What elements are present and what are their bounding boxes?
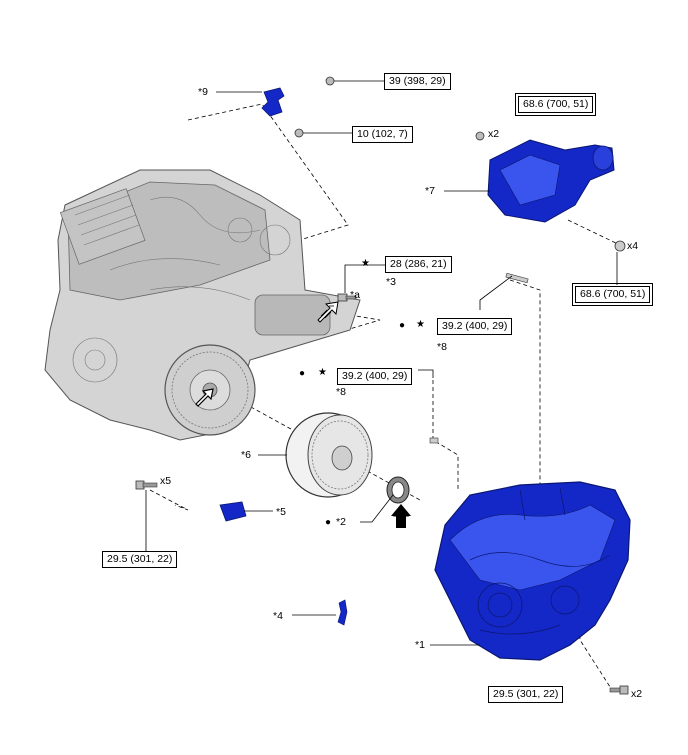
torque-converter-icon <box>285 412 373 498</box>
bolt-icon <box>475 131 485 141</box>
transaxle-illustration-icon <box>434 481 631 661</box>
callout-7: *7 <box>425 185 435 197</box>
torque-spec-box: 29.5 (301, 22) <box>102 551 178 568</box>
callout-9: *9 <box>198 86 208 98</box>
callout-a: *a <box>350 289 360 301</box>
direction-arrow-icon <box>195 388 214 407</box>
clip-part-icon <box>337 599 348 626</box>
star-symbol: ★ <box>318 367 327 378</box>
callout-1: *1 <box>415 639 425 651</box>
torque-spec-box: 39.2 (400, 29) <box>337 368 413 385</box>
dot-symbol: ● <box>325 517 332 528</box>
nut-icon <box>294 128 304 138</box>
star-symbol: ★ <box>361 258 370 269</box>
torque-spec-box: 39.2 (400, 29) <box>437 318 513 335</box>
star-symbol: ★ <box>416 319 425 330</box>
quantity-x5: x5 <box>160 475 172 487</box>
torque-spec-box: 28 (286, 21) <box>385 256 452 273</box>
callout-8-lower: *8 <box>336 386 346 398</box>
quantity-x2-top: x2 <box>488 128 500 140</box>
callout-4: *4 <box>273 610 283 622</box>
transfer-assembly-icon <box>487 139 615 223</box>
bolt-icon <box>325 76 335 86</box>
dot-symbol: ● <box>299 368 306 379</box>
black-arrow-fill-icon <box>391 504 411 528</box>
leader-lines <box>145 80 618 646</box>
engine-illustration-icon <box>44 169 361 441</box>
oil-seal-icon <box>386 476 410 504</box>
bolt-icon <box>135 480 158 490</box>
torque-spec-box: 10 (102, 7) <box>352 126 413 143</box>
bolt-icon <box>614 240 626 252</box>
quantity-x2-bottom: x2 <box>631 688 643 700</box>
bracket-part-icon <box>261 87 285 117</box>
bolt-icon <box>609 685 629 695</box>
callout-3: *3 <box>386 276 396 288</box>
torque-spec-box: 39 (398, 29) <box>384 73 451 90</box>
quantity-x4: x4 <box>627 240 639 252</box>
callout-6: *6 <box>241 449 251 461</box>
hatched-arrow-icon <box>317 301 339 323</box>
callout-8-upper: *8 <box>437 341 447 353</box>
torque-spec-box-double: 68.6 (700, 51) <box>514 93 597 116</box>
torque-spec-box: 29.5 (301, 22) <box>488 686 564 703</box>
torque-spec-box-double: 68.6 (700, 51) <box>571 283 654 306</box>
callout-2: *2 <box>336 516 346 528</box>
plug-part-icon <box>219 501 247 522</box>
stud-bolt-icon <box>505 272 529 284</box>
bolt-icon <box>337 293 357 302</box>
callout-5: *5 <box>276 506 286 518</box>
stud-bolt-icon <box>429 437 439 444</box>
dot-symbol: ● <box>399 320 406 331</box>
